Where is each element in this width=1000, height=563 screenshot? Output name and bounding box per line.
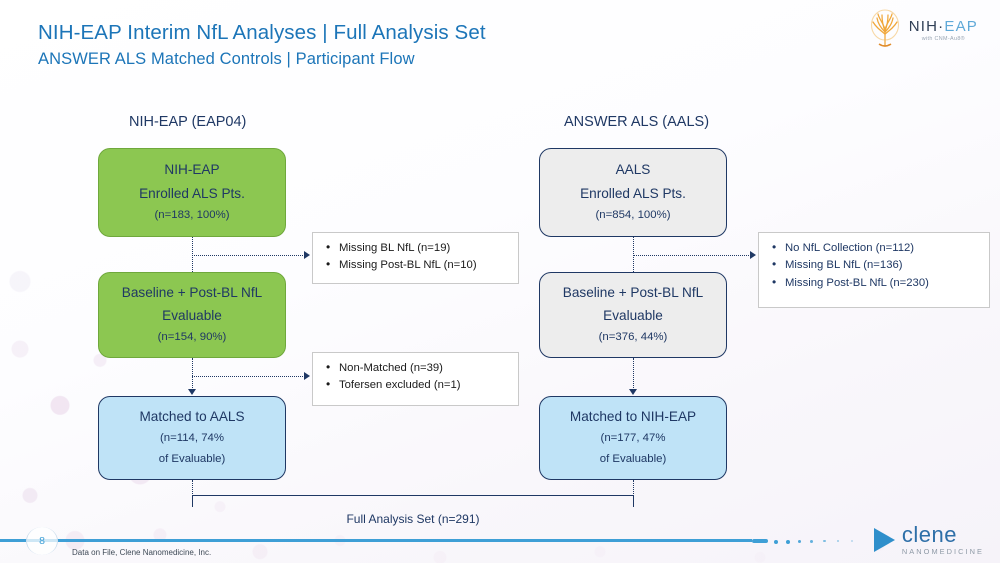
- box-line-3: of Evaluable): [599, 453, 667, 466]
- exclusion-box-left-bottom: Non-Matched (n=39) Tofersen excluded (n=…: [312, 352, 519, 406]
- flow-box-left-enrolled: NIH-EAP Enrolled ALS Pts. (n=183, 100%): [98, 148, 286, 237]
- column-header-right: ANSWER ALS (AALS): [564, 114, 710, 130]
- list-item: Missing Post-BL NfL (n=230): [771, 276, 979, 290]
- branch-right-top: [633, 255, 751, 256]
- box-line-1: Baseline + Post-BL NfL: [562, 284, 704, 300]
- box-line-2: (n=177, 47%: [600, 432, 666, 445]
- source-note: Data on File, Clene Nanomedicine, Inc.: [72, 548, 212, 557]
- nih-eap-logo: NIH·EAP with CNM-Au8®: [868, 8, 978, 53]
- box-line-1: Matched to NIH-EAP: [569, 408, 697, 424]
- connector-left-2: [192, 358, 193, 390]
- connector-right-3: [633, 480, 634, 496]
- connector-left-3: [192, 480, 193, 496]
- box-line-2: Evaluable: [162, 308, 222, 324]
- box-line-3: (n=183, 100%): [154, 208, 230, 221]
- list-item: Missing BL NfL (n=19): [325, 241, 508, 255]
- exclusion-box-left-top: Missing BL NfL (n=19) Missing Post-BL Nf…: [312, 232, 519, 284]
- flow-box-left-matched: Matched to AALS (n=114, 74% of Evaluable…: [98, 396, 286, 480]
- arrowhead-branch-left-top: [304, 251, 310, 259]
- box-line-3: (n=376, 44%): [598, 331, 668, 344]
- nih-eap-wordmark: NIH·EAP: [908, 17, 978, 35]
- page-title: NIH-EAP Interim NfL Analyses | Full Anal…: [38, 21, 486, 44]
- brain-tree-icon: [868, 8, 902, 53]
- footer-dots: [752, 538, 862, 544]
- full-analysis-set-label: Full Analysis Set (n=291): [346, 512, 480, 526]
- page-number-badge: 8: [26, 527, 58, 555]
- box-line-1: NIH-EAP: [164, 162, 220, 178]
- merge-bracket: [192, 495, 634, 507]
- list-item: Tofersen excluded (n=1): [325, 378, 508, 392]
- clene-triangle-icon: [873, 527, 895, 552]
- list-item: Missing BL NfL (n=136): [771, 258, 979, 272]
- footer-rule: [0, 539, 752, 543]
- list-item: Missing Post-BL NfL (n=10): [325, 258, 508, 272]
- connector-right-1: [633, 237, 634, 272]
- flow-box-right-enrolled: AALS Enrolled ALS Pts. (n=854, 100%): [539, 148, 727, 237]
- box-line-2: (n=114, 74%: [159, 432, 225, 445]
- list-item: Non-Matched (n=39): [325, 361, 508, 375]
- box-line-2: Enrolled ALS Pts.: [580, 185, 686, 201]
- box-line-1: Baseline + Post-BL NfL: [121, 284, 263, 300]
- box-line-3: (n=154, 90%): [157, 331, 227, 344]
- nih-eap-tagline: with CNM-Au8®: [921, 35, 965, 42]
- box-line-2: Evaluable: [603, 308, 663, 324]
- arrowhead-branch-left-bottom: [304, 372, 310, 380]
- flow-box-right-matched: Matched to NIH-EAP (n=177, 47% of Evalua…: [539, 396, 727, 480]
- arrowhead-right-2: [628, 389, 637, 395]
- connector-right-2: [633, 358, 634, 390]
- box-line-3: of Evaluable): [158, 453, 226, 466]
- clene-logo: clene NANOMEDICINE: [873, 522, 984, 556]
- flow-box-left-evaluable: Baseline + Post-BL NfL Evaluable (n=154,…: [98, 272, 286, 358]
- arrowhead-branch-right-top: [750, 251, 756, 259]
- box-line-1: AALS: [615, 162, 651, 178]
- clene-tagline: NANOMEDICINE: [901, 547, 984, 556]
- box-line-1: Matched to AALS: [139, 408, 245, 424]
- flow-box-right-evaluable: Baseline + Post-BL NfL Evaluable (n=376,…: [539, 272, 727, 358]
- exclusion-box-right-top: No NfL Collection (n=112) Missing BL NfL…: [758, 232, 990, 308]
- box-line-2: Enrolled ALS Pts.: [139, 185, 245, 201]
- branch-left-bottom: [192, 376, 305, 377]
- arrowhead-left-2: [187, 389, 196, 395]
- column-header-left: NIH-EAP (EAP04): [129, 114, 247, 130]
- connector-left-1: [192, 237, 193, 272]
- branch-left-top: [192, 255, 305, 256]
- page-subtitle: ANSWER ALS Matched Controls | Participan…: [38, 49, 415, 68]
- box-line-3: (n=854, 100%): [595, 208, 671, 221]
- clene-wordmark: clene: [901, 522, 957, 547]
- list-item: No NfL Collection (n=112): [771, 241, 979, 255]
- slide-title-block: NIH-EAP Interim NfL Analyses | Full Anal…: [38, 20, 486, 70]
